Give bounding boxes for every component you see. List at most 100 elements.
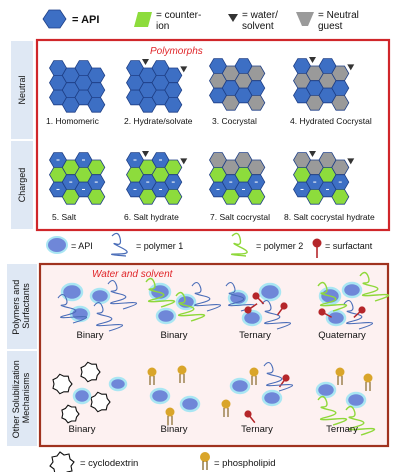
caption-other-binary-1: Binary bbox=[69, 424, 96, 435]
water-unit bbox=[180, 66, 188, 73]
surfactant-head bbox=[280, 302, 288, 310]
row-label-polymers: Polymers and Surfactants bbox=[11, 277, 31, 335]
api-particle bbox=[315, 381, 337, 399]
api-particle bbox=[72, 387, 92, 405]
charge-mark bbox=[313, 181, 317, 183]
section2-title: Water and solvent bbox=[92, 269, 174, 280]
charge-mark bbox=[56, 159, 60, 161]
water-unit bbox=[347, 158, 355, 165]
crystal-unit bbox=[87, 97, 106, 113]
charge-mark bbox=[229, 181, 233, 183]
caption-polymer-quaternary: Quaternary bbox=[318, 330, 366, 341]
sidebar-polymers bbox=[7, 264, 37, 349]
bottom-legend: = cyclodextrin = phospholipid bbox=[49, 451, 276, 472]
polymer-chain bbox=[343, 299, 374, 330]
polymer-chain bbox=[57, 293, 88, 324]
caption-2: 2. Hydrate/solvate bbox=[124, 116, 193, 126]
api-hexagon-icon bbox=[42, 9, 67, 29]
cyclodextrin bbox=[90, 391, 111, 413]
polymer-chain bbox=[317, 281, 348, 312]
legend-api-blob-label: = API bbox=[71, 241, 93, 251]
caption-other-ternary-1: Ternary bbox=[241, 424, 273, 435]
water-unit bbox=[309, 151, 316, 157]
polymer-chain bbox=[317, 395, 348, 426]
text-line: solvent bbox=[242, 21, 274, 32]
api-particle bbox=[155, 307, 177, 325]
api-particle bbox=[341, 281, 363, 299]
phospholipid-head bbox=[335, 367, 345, 377]
charge-mark bbox=[159, 188, 162, 190]
phospholipid-head bbox=[165, 407, 175, 417]
mixture-illustrations bbox=[52, 271, 390, 436]
polymer-chain bbox=[225, 281, 256, 312]
row-label-other: Other Solubilization Mechanisms bbox=[11, 358, 31, 439]
surfactant-head bbox=[358, 306, 366, 314]
charge-mark bbox=[146, 181, 150, 183]
caption-7: 7. Salt cocrystal bbox=[210, 212, 270, 222]
api-particle bbox=[108, 376, 128, 392]
phospholipid-head bbox=[177, 365, 187, 375]
polymer-chain bbox=[191, 281, 222, 312]
api-particle bbox=[60, 282, 84, 302]
charge-mark bbox=[254, 181, 258, 183]
api-particle bbox=[175, 293, 197, 311]
crystal-unit bbox=[164, 188, 183, 205]
api-particle bbox=[149, 387, 171, 405]
water-unit bbox=[347, 64, 355, 71]
row-label-polymers-line2: Surfactants bbox=[21, 283, 31, 329]
api-particle bbox=[89, 287, 111, 305]
water-unit bbox=[142, 151, 149, 157]
surfactant-head bbox=[252, 292, 260, 300]
polymer1-coil-icon bbox=[111, 232, 128, 257]
legend-api-label: = API bbox=[72, 14, 99, 26]
charge-mark bbox=[326, 188, 329, 190]
charge-mark bbox=[69, 181, 73, 183]
caption-8: 8. Salt cocrystal hydrate bbox=[284, 212, 375, 222]
api-particle bbox=[258, 282, 282, 302]
caption-other-ternary-2: Ternary bbox=[326, 424, 358, 435]
mixture-captions: Binary Binary Ternary Quaternary Binary … bbox=[69, 330, 366, 435]
crystal-unit bbox=[247, 95, 266, 111]
polymer-chain bbox=[261, 299, 292, 330]
legend-polymer2-label: = polymer 2 bbox=[256, 241, 303, 251]
caption-3: 3. Cocrystal bbox=[212, 116, 257, 126]
text-line: = counter- bbox=[156, 10, 201, 21]
caption-polymer-ternary: Ternary bbox=[239, 330, 271, 341]
legend-phospholipid-label: = phospholipid bbox=[214, 458, 276, 469]
water-triangle-icon bbox=[228, 14, 238, 22]
section1-title: Polymorphs bbox=[150, 46, 203, 57]
charge-mark bbox=[216, 188, 220, 190]
legend-polymer1-label: = polymer 1 bbox=[136, 241, 183, 251]
text-line: ion bbox=[156, 21, 169, 32]
surfactant-head-icon bbox=[312, 238, 322, 248]
polymer-chain bbox=[345, 405, 376, 436]
row-label-other-line1: Other Solubilization bbox=[11, 360, 21, 438]
row-label-neutral: Neutral bbox=[17, 75, 27, 104]
caption-6: 6. Salt hydrate bbox=[124, 212, 179, 222]
polymer-chain bbox=[107, 279, 138, 310]
caption-polymer-binary-2: Binary bbox=[161, 330, 188, 341]
polymer-chain bbox=[359, 271, 390, 302]
charge-mark bbox=[242, 188, 245, 190]
cyclodextrin bbox=[80, 361, 101, 383]
surfactant-head bbox=[318, 308, 326, 316]
charge-mark bbox=[133, 188, 137, 190]
crystal-clusters bbox=[49, 57, 355, 205]
text-line: guest bbox=[318, 21, 343, 32]
phospholipid-head-icon bbox=[200, 452, 210, 462]
polymer-chain bbox=[263, 361, 294, 392]
api-blob-icon bbox=[46, 236, 68, 254]
caption-4: 4. Hydrated Cocrystal bbox=[290, 116, 372, 126]
crystal-unit bbox=[164, 97, 183, 113]
api-particle bbox=[261, 389, 283, 407]
charge-mark bbox=[133, 159, 137, 161]
phospholipid-head bbox=[147, 367, 157, 377]
legend-cyclodextrin-label: = cyclodextrin bbox=[80, 458, 138, 469]
sidebar-other bbox=[7, 351, 37, 446]
sidebar-neutral bbox=[11, 41, 33, 139]
text-line: = water/ bbox=[242, 10, 278, 21]
crystal-forms-section: Neutral Charged Polymorphs 1. Homomeric … bbox=[11, 38, 391, 232]
crystal-unit bbox=[331, 188, 350, 205]
charge-mark bbox=[159, 159, 162, 161]
